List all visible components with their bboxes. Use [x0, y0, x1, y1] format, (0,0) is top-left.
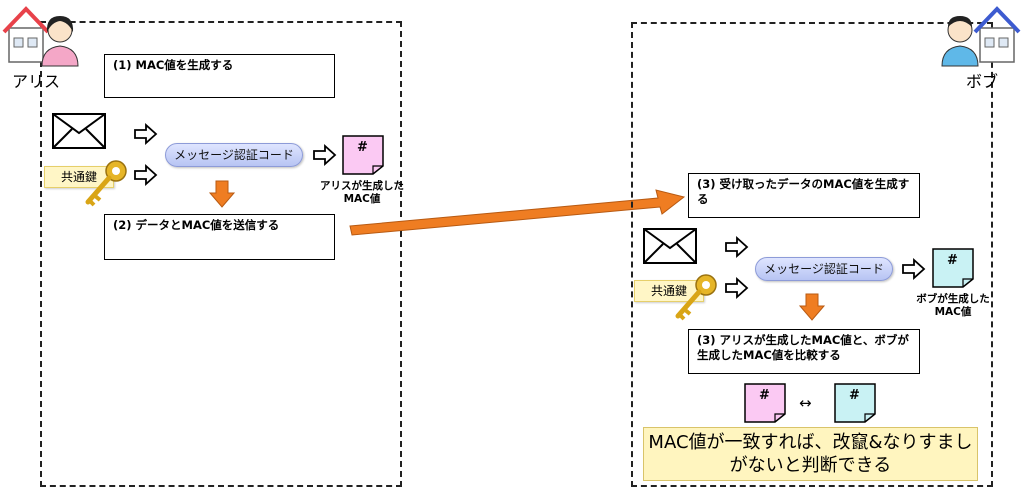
bob-person-icon: [941, 16, 979, 67]
alice-house-icon: [2, 6, 50, 63]
bob-outline-arrow-icon-2: [725, 276, 749, 300]
alice-step1-box: (1) MAC値を生成する: [104, 54, 335, 98]
alice-outline-arrow-icon-3: [313, 143, 337, 167]
bob-orange-down-arrow-icon: [798, 293, 826, 321]
alice-mac-generator: メッセージ認証コード: [165, 143, 303, 167]
bob-envelope-icon: [643, 228, 697, 264]
alice-step2-text: (2) データとMAC値を送信する: [113, 218, 280, 232]
bob-mac-generator: メッセージ認証コード: [755, 257, 893, 281]
alice-panel: [40, 21, 402, 487]
compare-bob-doc-symbol: #: [849, 388, 860, 403]
bob-name: ボブ: [966, 72, 999, 91]
compare-alice-doc-symbol: #: [759, 388, 770, 403]
bob-key-label: 共通鍵: [634, 280, 704, 302]
alice-doc-symbol: #: [357, 140, 368, 155]
alice-key-icon: [85, 160, 127, 207]
bob-house-icon: [973, 6, 1021, 63]
bob-step3b-box: (3) アリスが生成したMAC値と、ボブが生成したMAC値を比較する: [688, 329, 920, 374]
compare-symbol: ↔: [799, 394, 812, 412]
bob-step3a-text: (3) 受け取ったデータのMAC値を生成する: [697, 177, 910, 206]
bob-panel: [631, 22, 993, 487]
alice-key-label: 共通鍵: [44, 166, 114, 188]
send-transfer-arrow-icon: [349, 189, 686, 236]
compare-bob-document-icon: [834, 383, 876, 423]
bob-outline-arrow-icon-1: [725, 235, 749, 259]
bob-step3b-text: (3) アリスが生成したMAC値と、ボブが生成したMAC値を比較する: [697, 333, 909, 362]
bob-key-icon: [675, 274, 717, 321]
bob-document-icon: [932, 248, 974, 288]
alice-outline-arrow-icon-2: [134, 163, 158, 187]
conclusion-box: MAC値が一致すれば、改竄&なりすましがないと判断できる: [643, 427, 978, 481]
conclusion-text: MAC値が一致すれば、改竄&なりすましがないと判断できる: [648, 432, 973, 476]
compare-alice-document-icon: [744, 383, 786, 423]
alice-doc-caption: アリスが生成した MAC値: [320, 180, 404, 205]
alice-person-icon: [41, 16, 79, 67]
bob-doc-caption: ボブが生成した MAC値: [916, 293, 990, 318]
alice-orange-down-arrow-icon: [208, 180, 236, 208]
bob-doc-symbol: #: [947, 253, 958, 268]
alice-document-icon: [342, 135, 384, 175]
alice-envelope-icon: [52, 113, 106, 149]
bob-step3a-box: (3) 受け取ったデータのMAC値を生成する: [688, 173, 920, 218]
alice-name: アリス: [12, 72, 61, 91]
alice-step2-box: (2) データとMAC値を送信する: [104, 214, 335, 260]
alice-step1-text: (1) MAC値を生成する: [113, 58, 234, 72]
alice-outline-arrow-icon-1: [134, 122, 158, 146]
bob-outline-arrow-icon-3: [902, 257, 926, 281]
